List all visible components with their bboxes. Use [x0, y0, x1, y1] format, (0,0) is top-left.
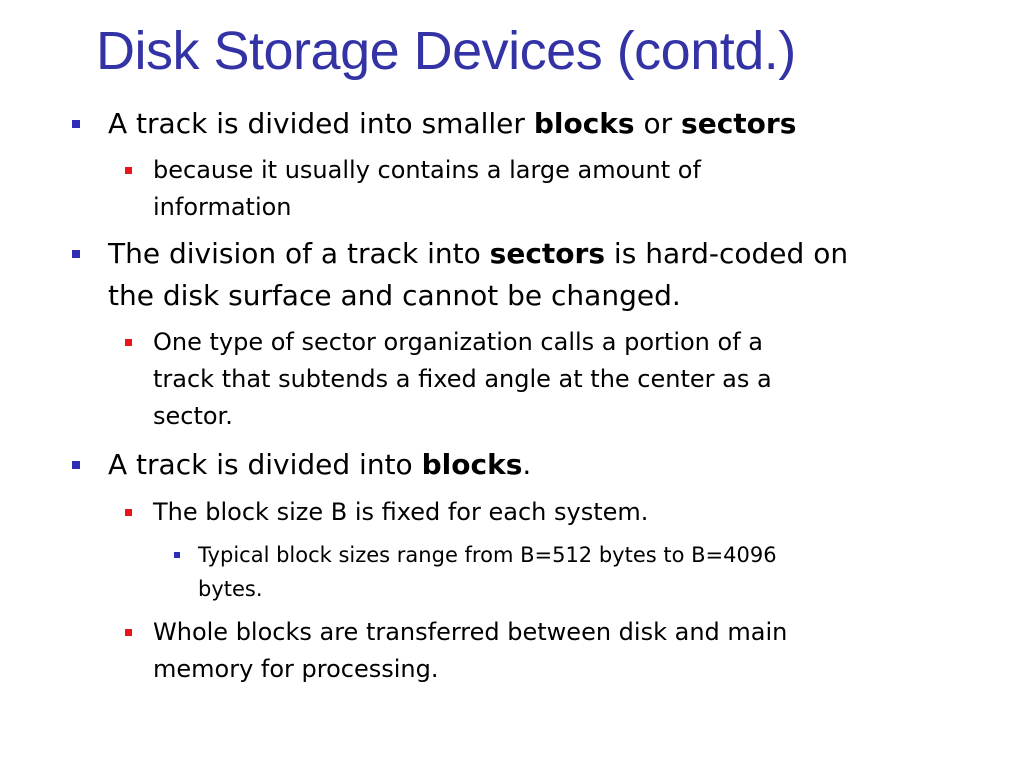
- bullet-marker: [72, 461, 80, 469]
- slide-title: Disk Storage Devices (contd.): [96, 21, 796, 81]
- bold-term-sectors: sectors: [681, 107, 797, 140]
- subbullet-line: memory for processing.: [153, 655, 439, 683]
- subbullet-line: information: [153, 193, 292, 221]
- bullet-text: A track is divided into blocks.: [108, 448, 532, 481]
- subbullet-whole-blocks-transferred: Whole blocks are transferred between dis…: [125, 614, 788, 688]
- subbullet-line: Whole blocks are transferred between dis…: [153, 618, 788, 646]
- bold-term-sectors: sectors: [489, 237, 606, 270]
- bullet-text: The division of a track into sectors is …: [108, 237, 849, 270]
- subbullet-marker: [125, 339, 132, 346]
- bullet-marker: [72, 250, 80, 258]
- subbullet-marker: [125, 167, 132, 174]
- bullet-blocks-or-sectors: A track is divided into smaller blocks o…: [72, 103, 797, 145]
- subbullet-block-size-fixed: The block size B is fixed for each syste…: [125, 494, 649, 531]
- subbullet-sector-organization: One type of sector organization calls a …: [125, 324, 772, 435]
- subbullet-marker: [125, 509, 132, 516]
- bullet-divided-into-blocks: A track is divided into blocks.: [72, 444, 532, 486]
- bullet-text: A track is divided into smaller blocks o…: [108, 107, 797, 140]
- subbullet-line: because it usually contains a large amou…: [153, 156, 701, 184]
- subsubbullet-typical-block-sizes: Typical block sizes range from B=512 byt…: [174, 538, 777, 606]
- subbullet-line: sector.: [153, 402, 233, 430]
- subbullet-line: The block size B is fixed for each syste…: [153, 498, 649, 526]
- subsubbullet-line: Typical block sizes range from B=512 byt…: [198, 543, 777, 567]
- subbullet-large-information: because it usually contains a large amou…: [125, 152, 701, 226]
- bullet-text-line2: the disk surface and cannot be changed.: [108, 279, 681, 312]
- bullet-marker: [72, 120, 80, 128]
- subsubbullet-line: bytes.: [198, 577, 263, 601]
- subbullet-line: track that subtends a fixed angle at the…: [153, 365, 772, 393]
- bold-term-blocks: blocks: [421, 448, 523, 481]
- bold-term-blocks: blocks: [533, 107, 635, 140]
- subbullet-line: One type of sector organization calls a …: [153, 328, 763, 356]
- bullet-sector-division: The division of a track into sectors is …: [72, 233, 849, 317]
- subbullet-marker: [125, 629, 132, 636]
- subsubbullet-marker: [174, 552, 180, 558]
